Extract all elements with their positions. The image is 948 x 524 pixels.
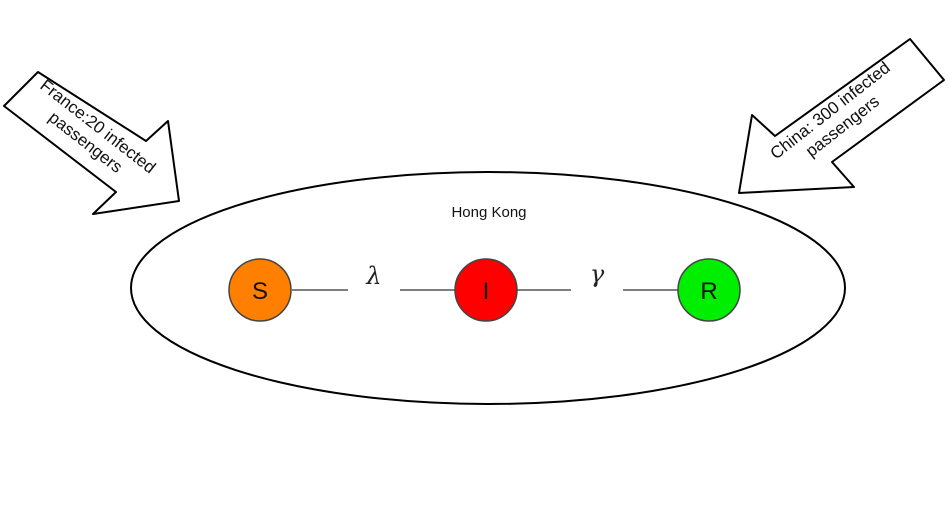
edge-rate-lambda: λ: [365, 262, 381, 290]
node-infected: I: [454, 258, 518, 322]
region-label: Hong Kong: [451, 204, 526, 221]
arrow-china: China: 300 infected passengers: [738, 38, 945, 194]
arrow-france-shape: [3, 71, 180, 215]
node-label-s: S: [252, 278, 268, 305]
edge-s-i: λ: [292, 262, 455, 296]
node-label-r: R: [700, 278, 717, 305]
arrow-china-shape: [738, 38, 945, 194]
node-recovered: R: [677, 258, 741, 322]
node-susceptible: S: [228, 258, 292, 322]
edge-i-r: γ: [517, 260, 678, 296]
node-label-i: I: [483, 278, 490, 305]
edge-rate-gamma: γ: [590, 260, 605, 288]
arrow-france: France:20 infected passengers: [3, 71, 180, 215]
